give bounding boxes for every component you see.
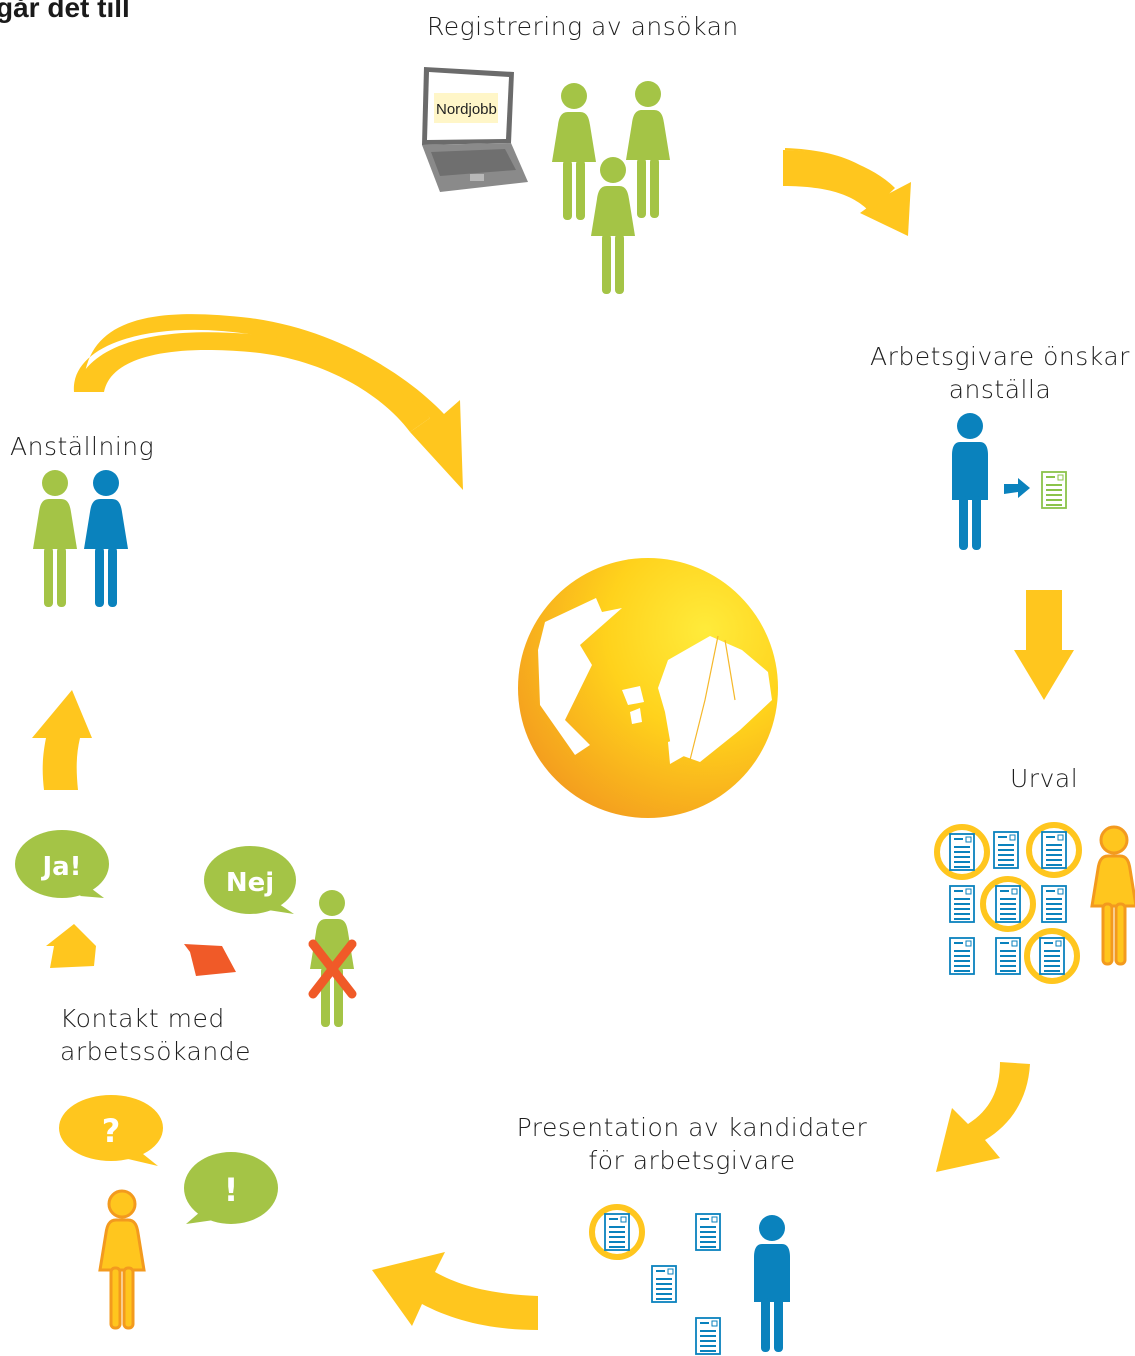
yes-text: Ja! [40,852,81,882]
presented-documents [589,1204,721,1355]
candidate-document-icon [995,937,1021,975]
speech-bubble-no: Nej [204,846,296,914]
applicant-person-icon [552,83,596,220]
rejected-candidate-icon [310,890,354,1027]
candidate-document-icon [1039,937,1065,975]
laptop-logo-text: Nordjobb [436,101,497,118]
candidate-document-icon [651,1265,677,1303]
step-label-presentation-line1: Presentation av kandidater [516,1113,868,1142]
candidate-document-icon [1041,831,1067,869]
arrow-contact-to-employment [32,690,92,790]
step-label-employment: Anställning [10,432,155,461]
employer-person-icon [84,470,128,607]
applicant-person-icon [626,81,670,218]
arrow-right-icon [1004,478,1030,498]
arrow-up-yes-icon [46,924,96,968]
candidate-document-icon [949,937,975,975]
step-label-employer-line2: anställa [948,375,1052,404]
candidate-document-icon [1041,885,1067,923]
hired-candidate-icon [33,470,77,607]
globe-icon [518,558,778,818]
step-label-contact: Kontakt med arbetssökande [60,1002,251,1068]
jobseeker-person-icon [98,1189,146,1330]
laptop-icon: Nordjobb [422,67,528,192]
recruiter-person-icon [1090,825,1135,966]
candidate-document-icon [993,831,1019,869]
step-label-contact-line1: Kontakt med [60,1004,225,1033]
step-label-selection: Urval [1010,764,1079,793]
step-label-employer-line1: Arbetsgivare önskar [870,342,1130,371]
arrow-selection-to-presentation [936,1062,1030,1172]
step-label-employer: Arbetsgivare önskar anställa [862,340,1135,406]
arrow-employment-to-center [73,314,464,490]
candidate-document-icon [695,1317,721,1355]
arrow-employer-to-selection [1014,590,1074,700]
candidate-document-icon [695,1213,721,1251]
candidate-document-icon [949,885,975,923]
candidate-document-icon [995,885,1021,923]
step-label-registration: Registrering av ansökan [427,12,739,41]
applicant-figures [552,81,670,294]
question-mark-text: ? [102,1112,121,1150]
employer-person-icon [952,413,988,550]
arrow-presentation-to-contact [372,1252,538,1330]
speech-bubble-question: ? [59,1095,163,1166]
candidate-document-icon [949,833,975,871]
step-label-presentation: Presentation av kandidater för arbetsgiv… [500,1111,884,1177]
arrow-no-icon [184,944,236,976]
step-label-presentation-line2: för arbetsgivare [588,1146,796,1175]
employer-person-icon [754,1215,790,1352]
candidate-documents-grid [934,822,1082,984]
job-document-icon [1041,471,1067,509]
reject-x-icon [308,939,357,999]
candidate-document-icon [604,1213,630,1251]
speech-bubble-yes: Ja! [15,830,109,898]
speech-bubble-exclaim: ! [184,1152,278,1224]
applicant-person-icon [591,157,635,294]
step-label-contact-line2: arbetssökande [60,1037,251,1066]
no-text: Nej [226,868,274,898]
exclaim-mark-text: ! [224,1171,239,1209]
page-title: går det till [0,0,130,23]
arrow-registration-to-employer [783,148,911,236]
